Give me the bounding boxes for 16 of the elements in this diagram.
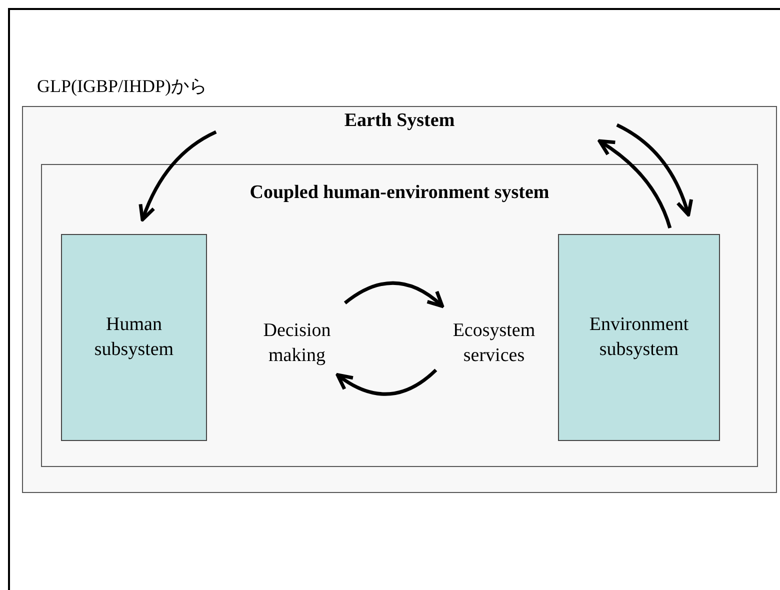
node-label: Ecosystem services [452, 319, 536, 368]
system-panel [22, 106, 777, 493]
panel-heading: Earth System [344, 110, 455, 132]
curved-arrow [598, 139, 672, 229]
curved-arrow [344, 281, 444, 308]
source-note: GLP(IGBP/IHDP)から [37, 75, 208, 98]
system-panel [41, 164, 758, 467]
curved-arrow [616, 123, 693, 216]
node-label: Environment subsystem [588, 312, 690, 362]
curved-arrow [336, 368, 438, 396]
panel-heading: Coupled human-environment system [250, 182, 550, 204]
node-label: Human subsystem [93, 312, 175, 362]
subsystem-box [61, 234, 207, 441]
subsystem-box [558, 234, 720, 441]
curved-arrow [139, 130, 217, 222]
node-label: Decision making [262, 319, 332, 368]
